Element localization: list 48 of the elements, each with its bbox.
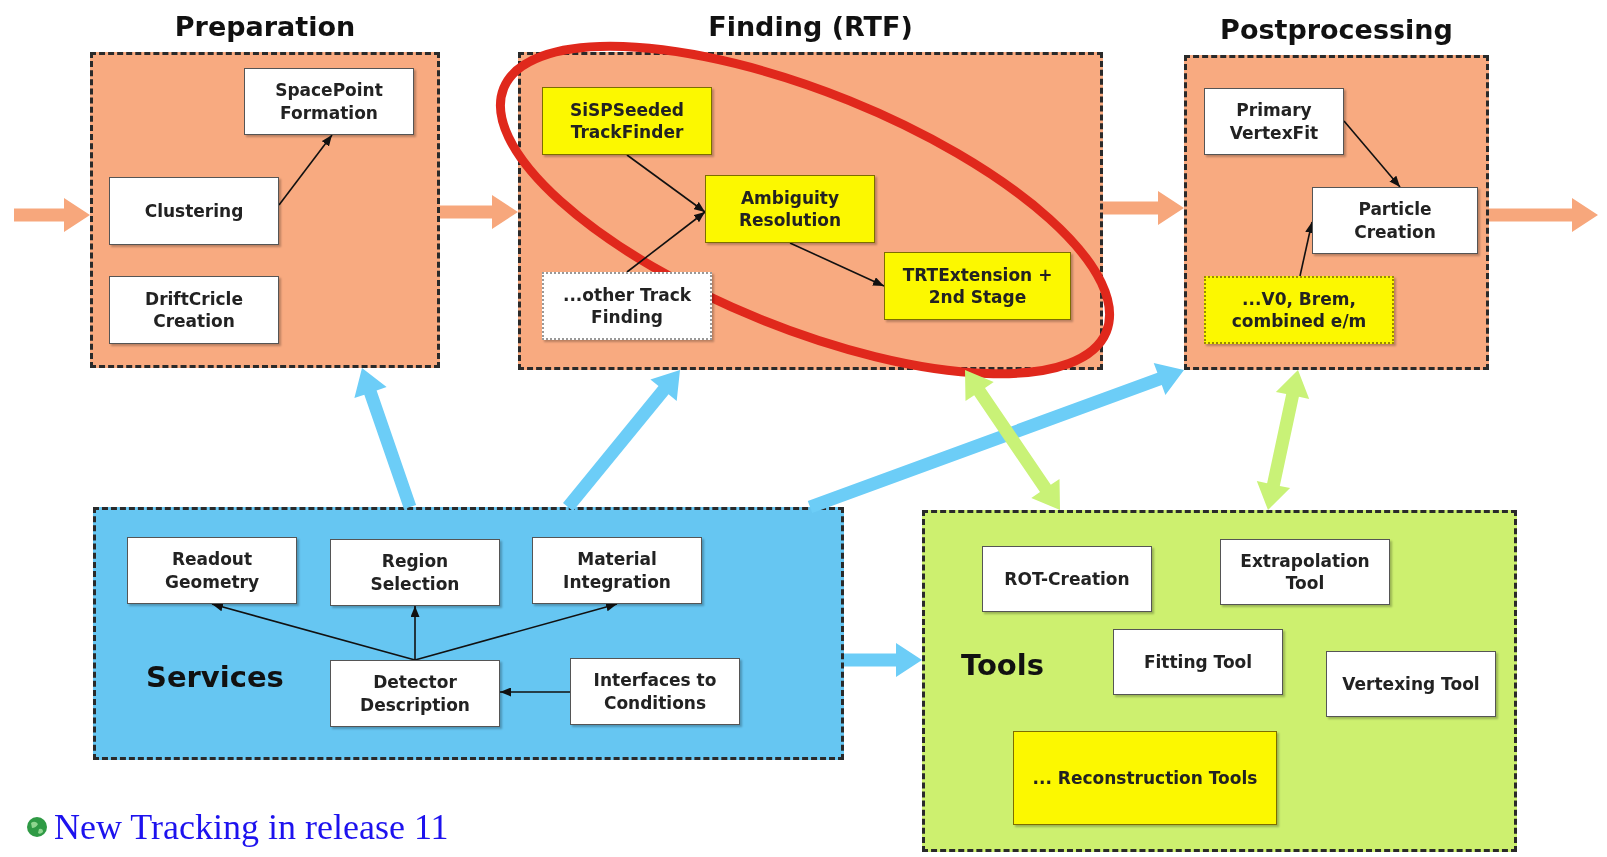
group-title: Finding (RTF) [707,11,914,42]
process-box: Interfaces to Conditions [570,658,740,725]
group-title: Postprocessing [1219,14,1454,45]
process-box: ...V0, Brem, combined e/m [1204,276,1394,344]
flow-arrow [1489,198,1598,232]
process-box: TRTExtension + 2nd Stage [884,252,1071,320]
arrow [410,605,420,661]
group-title: Preparation [173,11,357,42]
process-box: Region Selection [330,539,500,606]
process-box: ROT-Creation [982,546,1152,612]
arrow [1299,221,1315,277]
arrow [211,602,416,661]
arrow [789,242,885,287]
arrow [414,602,618,661]
arrow [1343,120,1401,188]
process-box: Vertexing Tool [1326,651,1496,717]
flow-arrow [354,368,417,510]
arrow [278,134,333,206]
process-box: Clustering [109,177,279,245]
process-box: Extrapolation Tool [1220,539,1390,605]
process-box: ...other Track Finding [542,272,712,340]
process-box: ... Reconstruction Tools [1013,731,1277,825]
arrow [626,211,706,273]
process-box: Fitting Tool [1113,629,1283,695]
flow-arrow [563,370,680,512]
link-text: New Tracking in release 11 [54,806,449,848]
flow-arrow [440,195,518,229]
flow-arrow [14,198,90,232]
arrow [499,687,571,697]
process-box: SpacePoint Formation [244,68,414,135]
flow-arrow [1256,370,1310,510]
group-title: Tools [961,648,1044,682]
arrow [626,154,706,213]
group-title: Services [146,660,284,694]
process-box: Readout Geometry [127,537,297,604]
group-panel [922,510,1517,852]
group-panel [93,507,844,760]
flow-arrow [844,643,922,677]
process-box: Ambiguity Resolution [705,175,875,243]
flow-arrow [807,363,1184,514]
process-box: Detector Description [330,660,500,727]
process-box: Material Integration [532,537,702,604]
flow-arrow [965,370,1060,510]
process-box: Primary VertexFit [1204,88,1344,155]
process-box: SiSPSeeded TrackFinder [542,87,712,155]
process-box: DriftCricle Creation [109,276,279,344]
flow-arrow [1103,191,1184,225]
process-box: Particle Creation [1312,187,1478,254]
